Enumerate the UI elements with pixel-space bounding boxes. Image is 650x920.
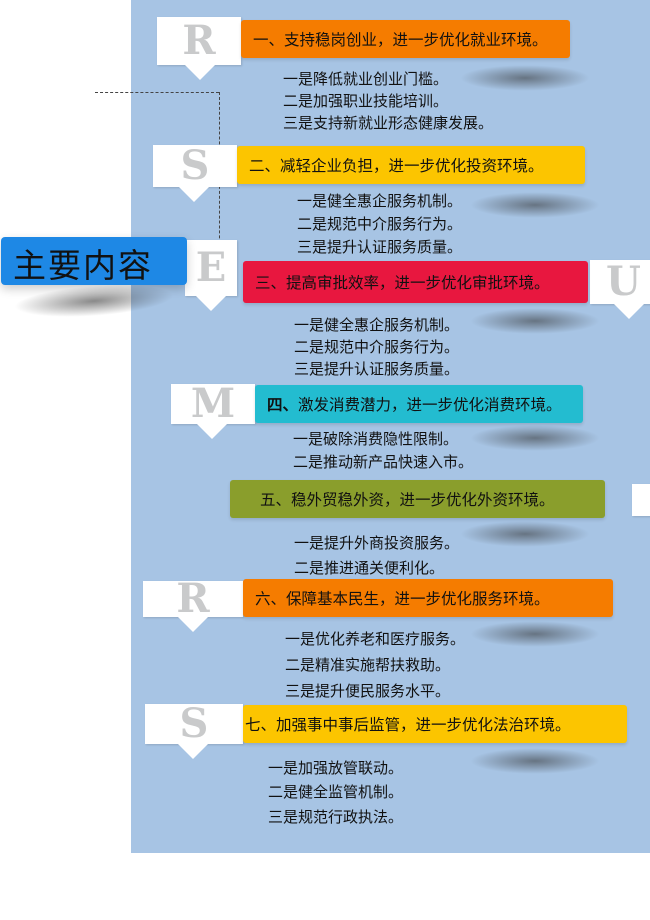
section-1-banner: 一、支持稳岗创业，进一步优化就业环境。	[241, 20, 570, 58]
section-6-banner: 六、保障基本民生，进一步优化服务环境。	[243, 579, 613, 617]
section-5-heading: 五、稳外贸稳外资，进一步优化外资环境。	[260, 491, 555, 509]
section-5-item: 一是提升外商投资服务。	[294, 534, 460, 552]
letter-tag-partial	[632, 484, 650, 516]
section-7-item: 三是规范行政执法。	[268, 808, 404, 826]
letter-tag-s-2: S	[145, 704, 243, 744]
tag-letter: S	[180, 142, 210, 189]
section-4-banner: 四、激发消费潜力，进一步优化消费环境。	[255, 385, 583, 423]
section-4-item: 二是推动新产品快速入市。	[293, 453, 474, 471]
section-7-item: 二是健全监管机制。	[268, 783, 404, 801]
section-4-item: 一是破除消费隐性限制。	[293, 430, 459, 448]
tag-letter: M	[190, 380, 236, 427]
letter-tag-e: E	[185, 240, 237, 296]
banner-shadow	[470, 425, 600, 451]
banner-shadow	[460, 521, 590, 547]
letter-tag-u: U	[590, 260, 650, 304]
letter-tag-m: M	[171, 384, 255, 424]
section-3-item: 二是规范中介服务行为。	[294, 338, 460, 356]
section-1-heading: 一、支持稳岗创业，进一步优化就业环境。	[253, 31, 548, 49]
tag-letter: U	[606, 258, 641, 305]
tag-pointer	[178, 186, 210, 202]
section-1-item: 二是加强职业技能培训。	[283, 92, 449, 110]
tag-letter: E	[195, 244, 227, 291]
section-2-banner: 二、减轻企业负担，进一步优化投资环境。	[237, 146, 585, 184]
section-2-heading: 二、减轻企业负担，进一步优化投资环境。	[249, 157, 544, 175]
tag-pointer	[196, 423, 228, 439]
tag-pointer	[184, 64, 216, 80]
section-7-banner: 七、加强事中事后监管，进一步优化法治环境。	[243, 705, 627, 743]
section-3-item: 三是提升认证服务质量。	[294, 360, 460, 378]
section-2-item: 三是提升认证服务质量。	[297, 238, 463, 256]
section-5-banner: 五、稳外贸稳外资，进一步优化外资环境。	[230, 480, 605, 518]
section-1-item: 一是降低就业创业门槛。	[283, 70, 449, 88]
section-3-item: 一是健全惠企服务机制。	[294, 316, 460, 334]
page-title: 主要内容	[13, 246, 153, 285]
letter-tag-r-1: R	[157, 17, 241, 65]
section-6-item: 三是提升便民服务水平。	[285, 682, 451, 700]
banner-shadow	[470, 192, 600, 218]
dashed-connector-horizontal	[95, 92, 219, 93]
tag-pointer	[177, 743, 209, 759]
tag-pointer	[195, 295, 227, 311]
section-5-item: 二是推进通关便利化。	[294, 559, 445, 577]
banner-shadow	[470, 621, 600, 647]
section-6-item: 一是优化养老和医疗服务。	[285, 630, 466, 648]
letter-tag-r-2: R	[143, 575, 243, 622]
section-7-heading: 七、加强事中事后监管，进一步优化法治环境。	[245, 716, 571, 734]
tag-letter: R	[176, 575, 210, 622]
tag-pointer	[177, 616, 209, 632]
section-4-heading-group: 四、激发消费潜力，进一步优化消费环境。	[255, 393, 562, 415]
section-4-heading: 激发消费潜力，进一步优化消费环境。	[298, 396, 562, 414]
section-1-item: 三是支持新就业形态健康发展。	[283, 114, 494, 132]
section-7-item: 一是加强放管联动。	[268, 759, 404, 777]
section-3-banner: 三、提高审批效率，进一步优化审批环境。	[243, 261, 588, 303]
section-2-item: 一是健全惠企服务机制。	[297, 192, 463, 210]
tag-pointer	[613, 303, 645, 319]
section-6-heading: 六、保障基本民生，进一步优化服务环境。	[255, 590, 550, 608]
banner-shadow	[460, 65, 590, 91]
banner-shadow	[470, 308, 600, 334]
section-4-heading-number: 四、	[267, 396, 299, 414]
tag-letter: S	[179, 700, 209, 747]
banner-shadow	[470, 748, 600, 774]
section-2-item: 二是规范中介服务行为。	[297, 215, 463, 233]
tag-letter: R	[182, 17, 216, 64]
section-6-item: 二是精准实施帮扶救助。	[285, 656, 451, 674]
section-3-heading: 三、提高审批效率，进一步优化审批环境。	[255, 274, 550, 292]
letter-tag-s-1: S	[153, 145, 237, 187]
title-box: 主要内容	[1, 237, 187, 285]
